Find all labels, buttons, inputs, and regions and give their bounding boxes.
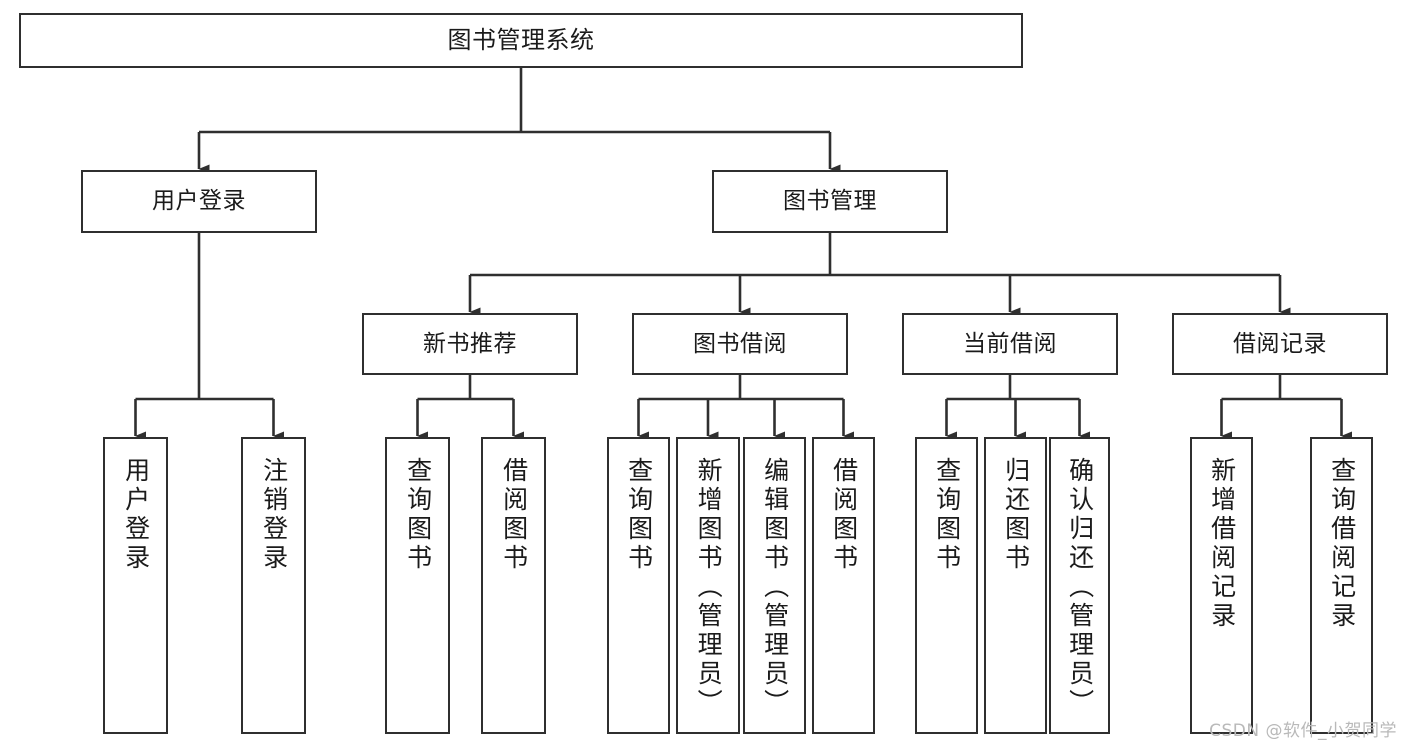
node-root[interactable]: 图书管理系统 bbox=[19, 13, 1023, 68]
node-leaf-user-logout[interactable]: 注销登录 bbox=[241, 437, 306, 734]
node-label-leaf-user-login: 用户登录 bbox=[121, 457, 151, 573]
node-leaf-cur-return-book[interactable]: 归还图书 bbox=[984, 437, 1047, 734]
node-leaf-borrow-borrow-book[interactable]: 借阅图书 bbox=[812, 437, 875, 734]
node-borrow-record[interactable]: 借阅记录 bbox=[1172, 313, 1388, 375]
node-leaf-borrow-add-book[interactable]: 新增图书（管理员） bbox=[676, 437, 740, 734]
node-leaf-borrow-query-book[interactable]: 查询图书 bbox=[607, 437, 670, 734]
node-book-manage[interactable]: 图书管理 bbox=[712, 170, 948, 233]
node-label-leaf-rec-borrow-book: 借阅图书 bbox=[499, 457, 529, 573]
node-label-leaf-user-logout: 注销登录 bbox=[259, 457, 289, 573]
node-label-borrow-record: 借阅记录 bbox=[1233, 330, 1327, 357]
node-label-new-book-rec: 新书推荐 bbox=[423, 330, 517, 357]
node-label-leaf-borrow-add-book: 新增图书（管理员） bbox=[694, 457, 724, 718]
node-leaf-user-login[interactable]: 用户登录 bbox=[103, 437, 168, 734]
node-current-borrow[interactable]: 当前借阅 bbox=[902, 313, 1118, 375]
node-label-leaf-borrow-edit-book: 编辑图书（管理员） bbox=[760, 457, 790, 718]
node-leaf-cur-confirm-return[interactable]: 确认归还（管理员） bbox=[1049, 437, 1110, 734]
node-leaf-rec-borrow-book[interactable]: 借阅图书 bbox=[481, 437, 546, 734]
node-leaf-cur-query-book[interactable]: 查询图书 bbox=[915, 437, 978, 734]
node-label-leaf-rec-query-record: 查询借阅记录 bbox=[1327, 457, 1357, 631]
node-book-borrow[interactable]: 图书借阅 bbox=[632, 313, 848, 375]
node-leaf-rec-query-record[interactable]: 查询借阅记录 bbox=[1310, 437, 1373, 734]
node-leaf-rec-add-record[interactable]: 新增借阅记录 bbox=[1190, 437, 1253, 734]
node-label-leaf-rec-add-record: 新增借阅记录 bbox=[1207, 457, 1237, 631]
node-label-book-manage: 图书管理 bbox=[783, 188, 877, 215]
node-label-leaf-borrow-borrow-book: 借阅图书 bbox=[829, 457, 859, 573]
node-label-leaf-cur-confirm-return: 确认归还（管理员） bbox=[1065, 457, 1095, 718]
node-label-leaf-cur-query-book: 查询图书 bbox=[932, 457, 962, 573]
node-user-login[interactable]: 用户登录 bbox=[81, 170, 317, 233]
node-label-book-borrow: 图书借阅 bbox=[693, 330, 787, 357]
node-label-leaf-borrow-query-book: 查询图书 bbox=[624, 457, 654, 573]
node-label-root: 图书管理系统 bbox=[447, 25, 595, 54]
node-leaf-rec-query-book[interactable]: 查询图书 bbox=[385, 437, 450, 734]
node-label-current-borrow: 当前借阅 bbox=[963, 330, 1057, 357]
node-label-leaf-rec-query-book: 查询图书 bbox=[403, 457, 433, 573]
node-new-book-rec[interactable]: 新书推荐 bbox=[362, 313, 578, 375]
node-label-user-login: 用户登录 bbox=[152, 188, 246, 215]
edge-group bbox=[134, 68, 1352, 441]
node-leaf-borrow-edit-book[interactable]: 编辑图书（管理员） bbox=[743, 437, 806, 734]
node-label-leaf-cur-return-book: 归还图书 bbox=[1001, 457, 1031, 573]
